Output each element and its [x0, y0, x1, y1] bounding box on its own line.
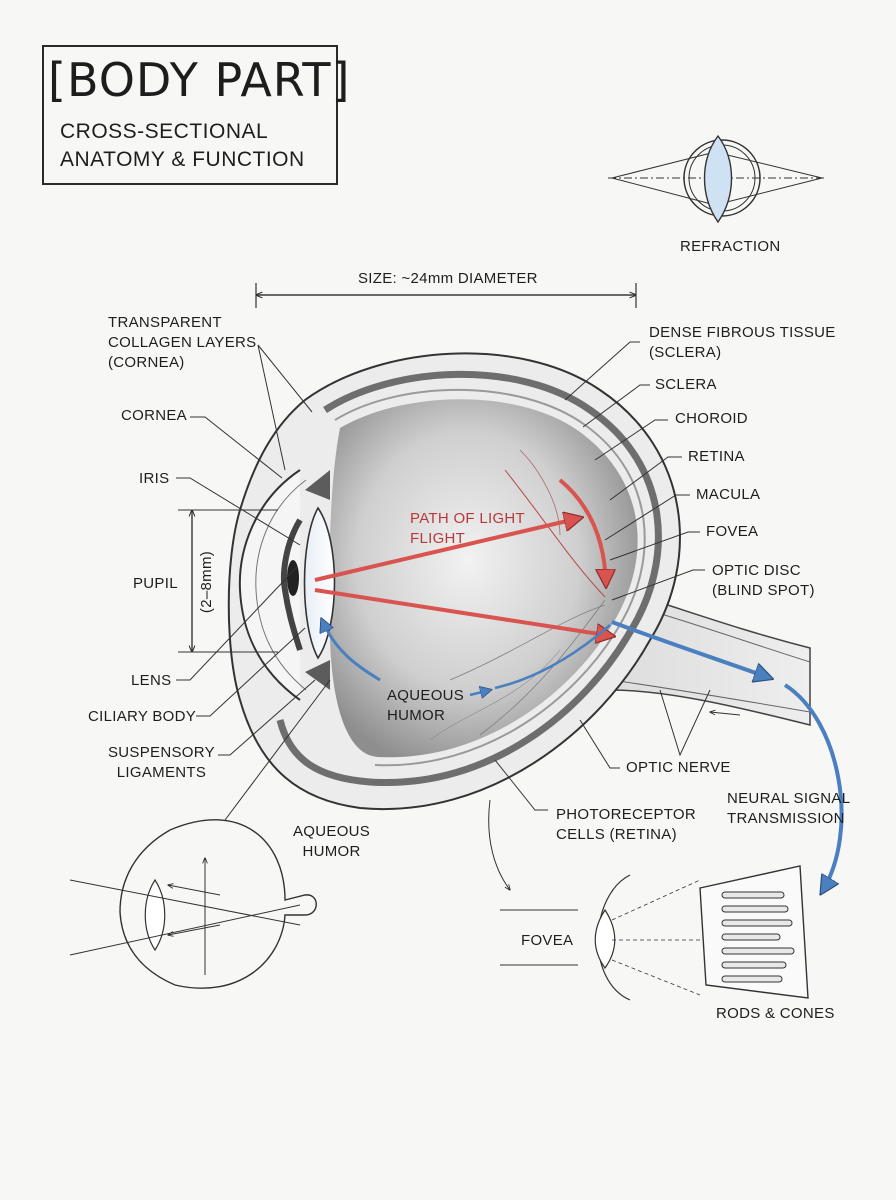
label-fovea-inset: FOVEA — [521, 932, 574, 949]
inset-pointer-arrow — [488, 799, 510, 890]
label-cornea-layers: TRANSPARENT COLLAGEN LAYERS (CORNEA) — [108, 314, 257, 371]
size-label: SIZE: ~24mm DIAMETER — [358, 270, 538, 287]
label-ciliary-body: CILIARY BODY — [88, 708, 197, 725]
leader-lines-right — [494, 341, 711, 811]
label-cornea: CORNEA — [121, 407, 187, 424]
pupil-dimension — [178, 510, 278, 652]
light-path-arrows — [314, 478, 612, 636]
label-pupil-range: (2–8mm) — [198, 550, 215, 614]
leader-lines-left — [176, 344, 331, 821]
label-fovea: FOVEA — [706, 523, 759, 540]
fovea-inset — [500, 865, 809, 1001]
label-optic-nerve: OPTIC NERVE — [626, 759, 731, 776]
title-frame — [42, 45, 338, 185]
page-title: [BODY PART] — [48, 53, 351, 107]
label-optic-disc: OPTIC DISC (BLIND SPOT) — [712, 562, 815, 599]
label-aqueous-humor-inset: AQUEOUS HUMOR — [293, 823, 371, 860]
label-retina: RETINA — [688, 448, 745, 465]
refraction-icon — [608, 134, 825, 224]
eyeball — [227, 352, 681, 811]
label-sclera: SCLERA — [655, 376, 717, 393]
label-aqueous-humor: AQUEOUS HUMOR — [387, 687, 465, 724]
label-photoreceptor-cells: PHOTORECEPTOR CELLS (RETINA) — [556, 806, 697, 843]
label-path-of-light: PATH OF LIGHT FLIGHT — [410, 510, 526, 547]
label-rods-cones: RODS & CONES — [716, 1005, 835, 1022]
page-subtitle: CROSS-SECTIONAL ANATOMY & FUNCTION — [60, 120, 305, 171]
label-neural-signal: NEURAL SIGNAL TRANSMISSION — [727, 790, 851, 827]
label-macula: MACULA — [696, 486, 761, 503]
label-pupil: PUPIL — [133, 575, 178, 592]
refraction-label: REFRACTION — [680, 238, 781, 255]
blue-flow-arrows — [322, 620, 844, 892]
size-dimension — [256, 283, 636, 308]
label-lens: LENS — [131, 672, 172, 689]
label-iris: IRIS — [139, 470, 170, 487]
mini-eye-sketch — [69, 819, 317, 989]
label-dense-fibrous-tissue: DENSE FIBROUS TISSUE (SCLERA) — [649, 324, 836, 361]
label-choroid: CHOROID — [675, 410, 748, 427]
label-suspensory-ligaments: SUSPENSORY LIGAMENTS — [108, 744, 215, 781]
